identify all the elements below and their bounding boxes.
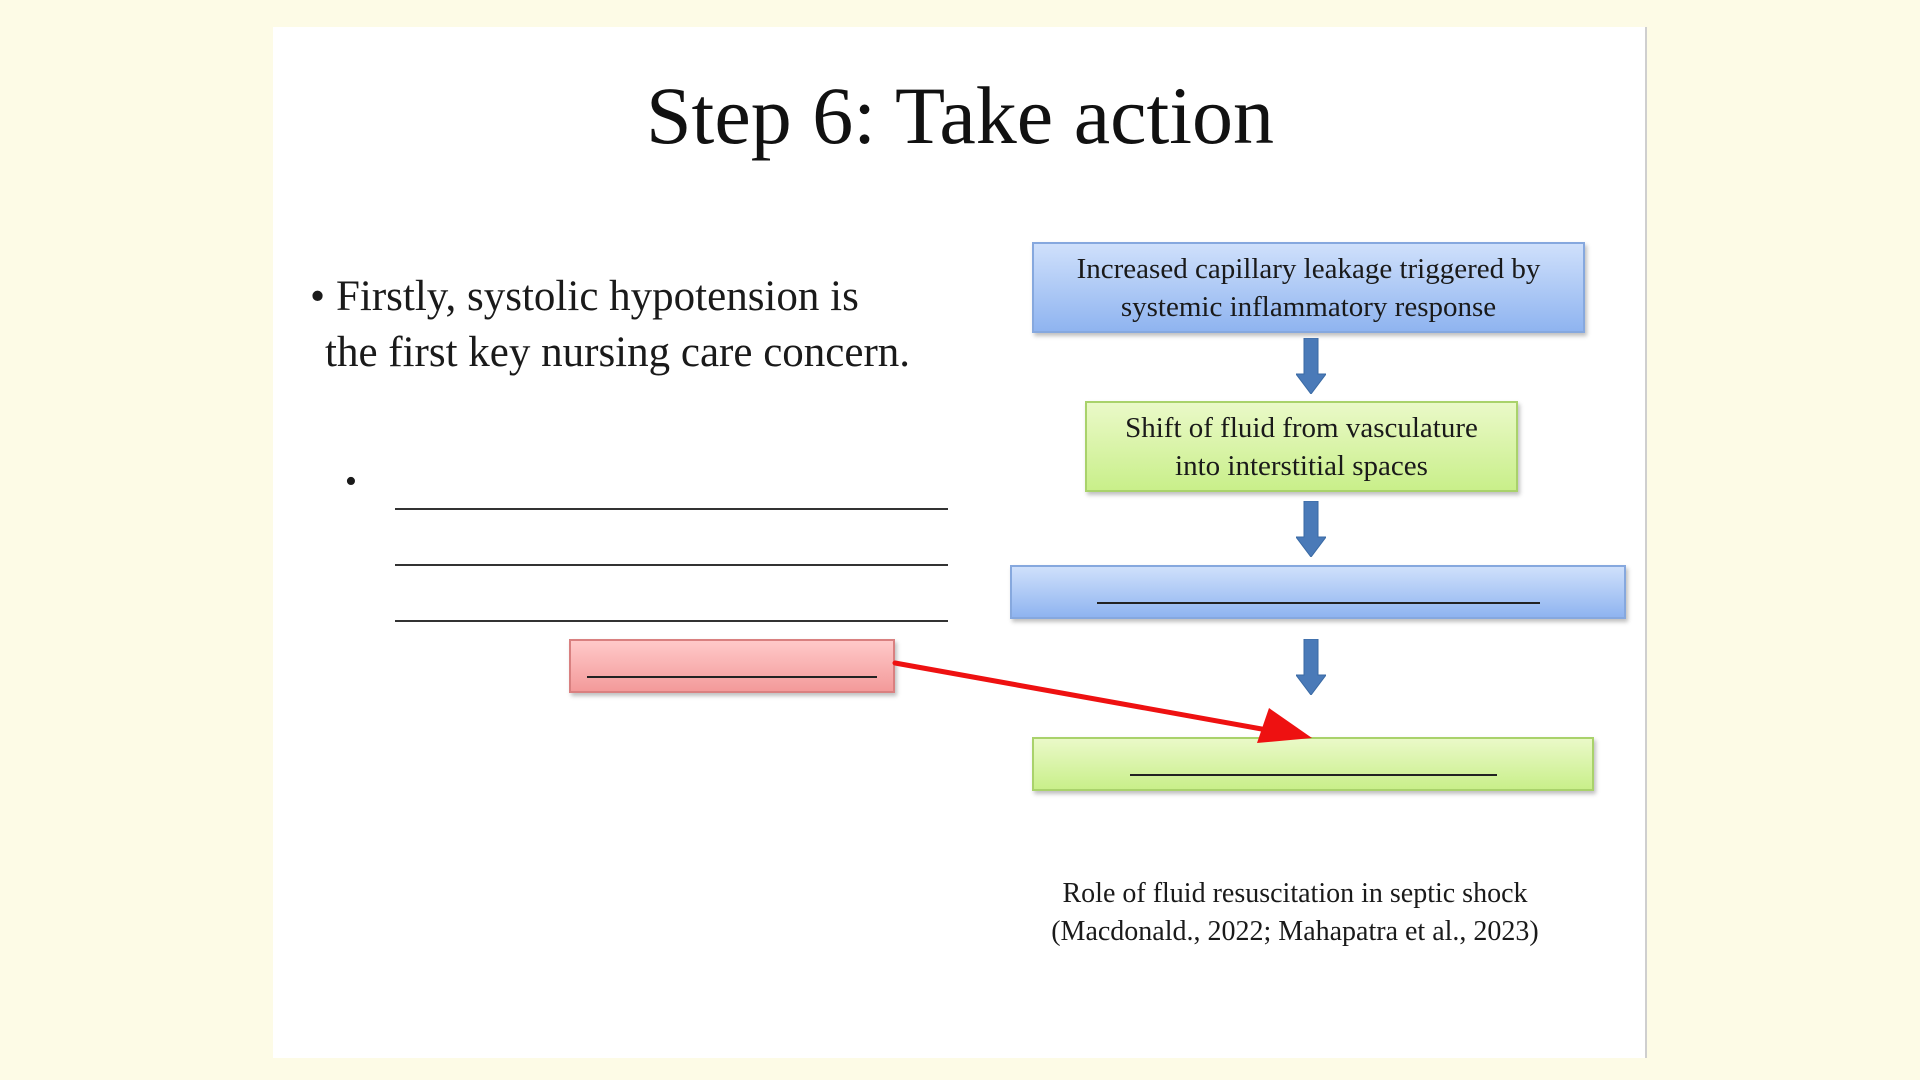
intervention-box-blank-line [587, 676, 877, 678]
flow-box-blank-4 [1032, 737, 1594, 791]
bullet-text-line1: Firstly, systolic hypotension is [336, 273, 859, 320]
flow-box-capillary-leakage: Increased capillary leakage triggered by… [1032, 242, 1585, 333]
slide-title: Step 6: Take action [645, 70, 1275, 161]
fill-in-blank-line-1 [395, 508, 948, 510]
flow-box-capillary-leakage-line1: Increased capillary leakage triggered by [1076, 252, 1541, 285]
fill-in-blank-line-3 [395, 620, 948, 622]
flow-box-fluid-shift-line2: into interstitial spaces [1175, 449, 1428, 482]
down-arrow-icon [1296, 338, 1326, 394]
flow-box-fluid-shift-line1: Shift of fluid from vasculature [1125, 411, 1478, 444]
bullet-marker-blank: • [345, 463, 357, 500]
down-arrow-icon [1296, 501, 1326, 557]
figure-caption: Role of fluid resuscitation in septic sh… [1015, 875, 1575, 951]
fill-in-blank-line-2 [395, 564, 948, 566]
bullet-marker: • [310, 273, 326, 320]
figure-caption-line1: Role of fluid resuscitation in septic sh… [1062, 878, 1528, 909]
flow-box-blank-3 [1010, 565, 1626, 619]
flow-box-blank-3-line [1096, 602, 1540, 604]
intervention-box-blank [569, 639, 895, 693]
bullet-text-line2: the first key nursing care concern. [325, 329, 911, 376]
flow-box-capillary-leakage-line2: systemic inflammatory response [1120, 290, 1497, 323]
down-arrow-icon [1296, 639, 1326, 695]
flow-box-fluid-shift: Shift of fluid from vasculature into int… [1085, 401, 1518, 492]
figure-caption-citation: (Macdonald., 2022; Mahapatra et al., 202… [1051, 916, 1539, 947]
bullet-systolic-hypotension: •Firstly, systolic hypotension is the fi… [310, 269, 1030, 381]
flow-box-blank-4-line [1129, 774, 1497, 776]
slide: Step 6: Take action •Firstly, systolic h… [273, 27, 1647, 1058]
